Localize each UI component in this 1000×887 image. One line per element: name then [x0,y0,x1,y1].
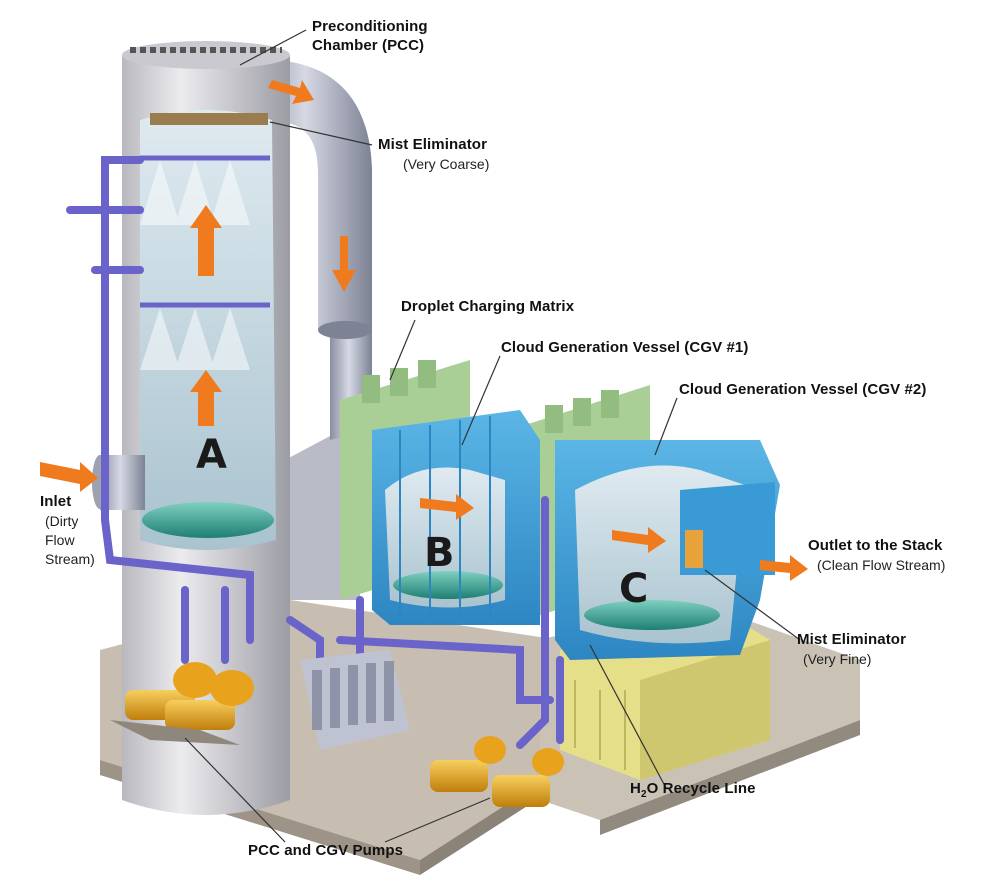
label-h2o-recycle: H2O Recycle Line [630,779,756,798]
arrow-inlet [40,462,98,492]
label-inlet-sub3: Stream) [45,550,95,569]
label-inlet-title: Inlet [40,492,71,511]
stage-letter-c: C [619,566,648,612]
label-cgv2: Cloud Generation Vessel (CGV #2) [679,380,926,399]
label-droplet-matrix: Droplet Charging Matrix [401,297,574,316]
label-pcc-line1: Preconditioning [312,17,428,36]
stage-letter-b: B [424,530,455,576]
cgv2-vessel [555,440,780,660]
label-inlet-sub2: Flow [45,531,75,550]
label-cgv1: Cloud Generation Vessel (CGV #1) [501,338,748,357]
inlet-duct [92,455,145,510]
stage-letter-a: A [196,432,227,478]
label-mist-bottom-sub: (Very Fine) [803,650,871,669]
label-mist-top-sub: (Very Coarse) [403,155,489,174]
label-outlet-sub: (Clean Flow Stream) [817,556,945,575]
label-inlet-sub1: (Dirty [45,512,78,531]
label-outlet-title: Outlet to the Stack [808,536,942,555]
label-mist-bottom-title: Mist Eliminator [797,630,906,649]
label-mist-top-title: Mist Eliminator [378,135,487,154]
label-pcc-line2: Chamber (PCC) [312,36,424,55]
label-pumps: PCC and CGV Pumps [248,841,403,860]
